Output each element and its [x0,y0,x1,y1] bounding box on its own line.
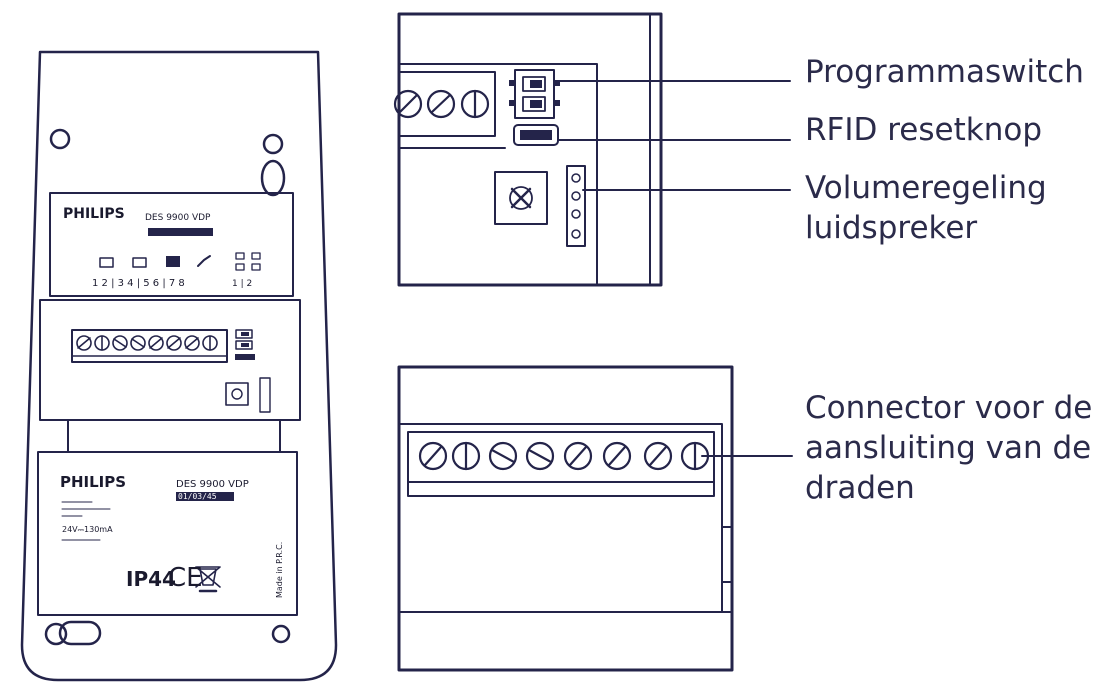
mini-switch-d [251,263,261,271]
program-switch-body [514,69,555,119]
bottom-label-serial: 01/03/45 [178,492,217,501]
screw-hole-top-right [262,133,284,155]
callout-rfid-reset: RFID resetknop [805,112,1042,148]
ce-mark: CE [168,563,203,593]
callout-programmaswitch: Programmaswitch [805,54,1084,90]
terminal-board [39,299,301,421]
made-in-text: Made in P.R.C. [275,542,284,598]
cable-slot-top [260,159,286,197]
connector-block [407,431,715,497]
detail-frame-top [397,12,663,287]
callout-connector-line1: Connector voor de [805,390,1093,426]
device-outline [20,50,338,682]
detail-connector-view [397,365,734,672]
bottom-label-rating: 24V⎓130mA [62,525,113,534]
callout-volume: Volumeregeling luidspreker [805,168,1047,248]
serial-bar-top [148,228,213,236]
terminal-icon-1 [99,257,114,268]
top-label-switches: 1 | 2 [232,279,252,289]
rfid-reset-button [513,124,559,146]
weee-bin-icon [195,566,221,593]
detail-frame-bottom [397,365,734,672]
top-label-terminals: 1 2 | 3 4 | 5 6 | 7 8 [92,278,185,289]
mini-switch-c [235,263,245,271]
screw-hole-bottom-right [271,624,291,644]
volume-pot-small [225,382,249,406]
device-label-text: PHILIPS DES 9900 VDP 1 2 | 3 4 | 5 6 | 7… [60,206,284,598]
callout-volume-line2: luidspreker [805,210,978,246]
callout-connector-line3: draden [805,470,915,506]
cable-slot-bottom [58,620,102,646]
terminal-strip-small [71,329,228,363]
bottom-label-brand: PHILIPS [60,473,126,491]
terminal-icon-4 [197,255,211,267]
callout-connector-line2: aansluiting van de [805,430,1092,466]
detail-switches-view [393,12,663,287]
mini-switch-a [235,252,245,260]
volume-potentiometer [494,171,548,225]
bottom-label-sticker [37,451,298,616]
mini-switch-b [251,252,261,260]
top-label-sticker [49,192,294,297]
callout-lines [556,80,793,457]
callout-connector: Connector voor de aansluiting van de dra… [805,388,1092,508]
callout-volume-line1: Volumeregeling [805,170,1047,206]
ip-rating: IP44 [126,567,176,591]
top-label-brand: PHILIPS [63,206,125,222]
serial-bar-bottom [176,492,234,501]
screw-hole-top-left [49,128,71,150]
device-back-view [20,50,338,682]
bottom-label-model: DES 9900 VDP [176,479,249,490]
screw-hole-bottom-left [44,622,68,646]
terminal-icon-2 [132,257,147,268]
terminal-icon-3 [166,256,180,267]
top-label-model: DES 9900 VDP [145,213,211,223]
